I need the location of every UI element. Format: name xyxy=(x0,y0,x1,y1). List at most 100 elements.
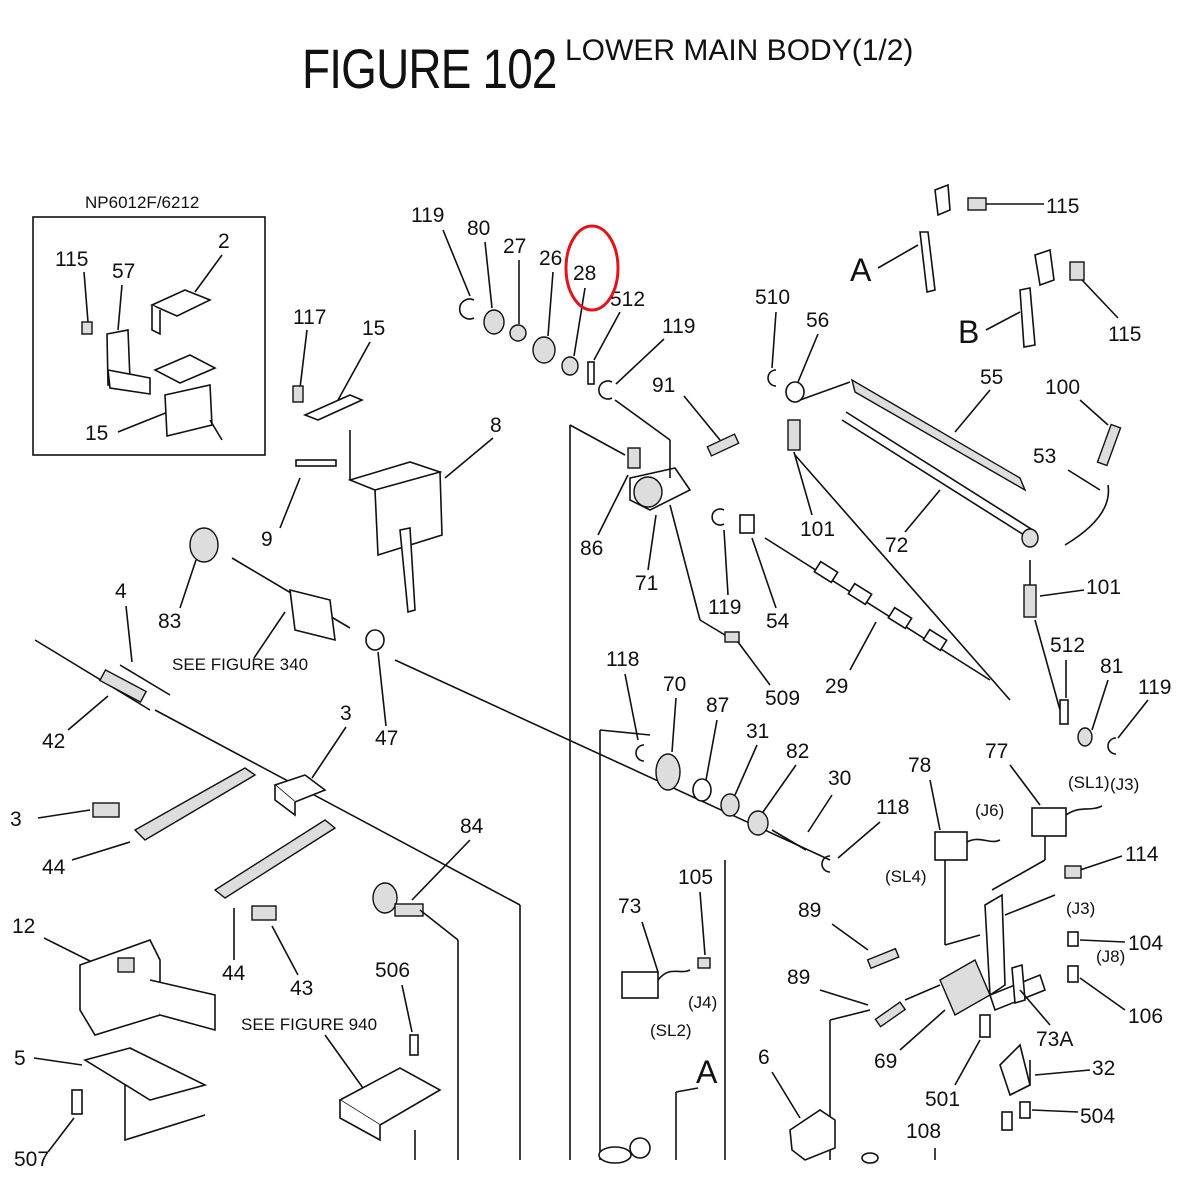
detail-a-ref: A xyxy=(696,1054,718,1090)
roller-assembly xyxy=(189,527,385,651)
cover-part xyxy=(79,939,216,1036)
callout-3: 3 xyxy=(340,702,352,725)
inset-model-label: NP6012F/6212 xyxy=(85,193,199,212)
callout-31: 31 xyxy=(746,720,769,743)
callout-81: 81 xyxy=(1100,655,1123,678)
callout-inset-15: 15 xyxy=(85,422,108,445)
callout-507: 507 xyxy=(14,1148,49,1171)
callout-504: 504 xyxy=(1080,1105,1115,1128)
connector-j6: (J6) xyxy=(975,801,1004,820)
callout-4: 4 xyxy=(115,580,127,603)
callout-71: 71 xyxy=(635,572,658,595)
solenoid-sl4 xyxy=(934,831,968,861)
callout-12: 12 xyxy=(12,915,35,938)
see-figure-940: SEE FIGURE 940 xyxy=(241,1015,377,1034)
callout-83: 83 xyxy=(158,610,181,633)
callout-89: 89 xyxy=(787,966,810,989)
callout-118: 118 xyxy=(606,648,639,671)
callout-53: 53 xyxy=(1033,445,1056,468)
callout-101: 101 xyxy=(800,518,835,541)
callout-80: 80 xyxy=(467,217,490,240)
callout-73: 73 xyxy=(618,895,641,918)
callout-512: 512 xyxy=(1050,634,1085,657)
callout-105: 105 xyxy=(678,866,713,889)
callout-47: 47 xyxy=(375,727,398,750)
callout-26: 26 xyxy=(539,247,562,270)
connector-j3-lower: (J3) xyxy=(1066,899,1095,918)
callout-89: 89 xyxy=(798,899,821,922)
callout-77: 77 xyxy=(985,740,1008,763)
connector-j8: (J8) xyxy=(1096,947,1125,966)
callout-115: 115 xyxy=(1108,323,1141,346)
solenoid-sl2 xyxy=(621,971,659,999)
callout-5: 5 xyxy=(14,1047,26,1070)
callout-512: 512 xyxy=(610,288,645,311)
figure-title: FIGURE 102 xyxy=(302,37,557,100)
callout-inset-2: 2 xyxy=(218,230,230,253)
inset-bracket xyxy=(81,289,223,441)
callout-8: 8 xyxy=(490,414,502,437)
callout-118: 118 xyxy=(876,796,909,819)
callout-inset-57: 57 xyxy=(112,260,135,283)
sensor-bracket xyxy=(939,893,1056,1016)
callout-501: 501 xyxy=(925,1088,960,1111)
callout-100: 100 xyxy=(1045,376,1080,399)
callout-inset-115: 115 xyxy=(55,248,88,271)
rack-gear-upper xyxy=(133,767,257,841)
upper-shaft-parts xyxy=(458,298,613,400)
callout-27: 27 xyxy=(503,235,526,258)
highlight-circle xyxy=(564,224,620,312)
callout-108: 108 xyxy=(906,1120,941,1143)
callout-106: 106 xyxy=(1128,1005,1163,1028)
callout-32: 32 xyxy=(1092,1057,1115,1080)
callout-115: 115 xyxy=(1046,195,1079,218)
callout-104: 104 xyxy=(1128,932,1163,955)
inset-panel: NP6012F/6212 115 57 2 15 xyxy=(32,193,266,456)
callout-73a: 73A xyxy=(1036,1028,1073,1051)
callout-119: 119 xyxy=(708,596,741,619)
pressure-bar xyxy=(841,378,1039,548)
callout-119: 119 xyxy=(411,204,444,227)
callout-78: 78 xyxy=(908,754,931,777)
callout-101: 101 xyxy=(1086,576,1121,599)
rack-gear-lower xyxy=(213,819,337,899)
callout-15: 15 xyxy=(362,317,385,340)
connector-sl2: (SL2) xyxy=(650,1021,692,1040)
callout-69: 69 xyxy=(874,1050,897,1073)
module-part xyxy=(338,1067,442,1126)
callout-114: 114 xyxy=(1125,843,1159,866)
callout-119: 119 xyxy=(1138,676,1171,699)
callout-86: 86 xyxy=(580,537,603,560)
callout-54: 54 xyxy=(766,610,790,633)
callout-509: 509 xyxy=(765,687,800,710)
callout-72: 72 xyxy=(885,534,908,557)
mounting-bracket xyxy=(292,385,443,614)
callout-70: 70 xyxy=(663,673,686,696)
callout-506: 506 xyxy=(375,959,410,982)
detail-a-label: A xyxy=(850,252,872,288)
callout-117: 117 xyxy=(293,306,326,329)
callout-30: 30 xyxy=(828,767,851,790)
connector-sl4: (SL4) xyxy=(885,867,927,886)
callout-82: 82 xyxy=(786,740,809,763)
figure-subtitle: LOWER MAIN BODY(1/2) xyxy=(565,34,914,67)
callout-44: 44 xyxy=(222,962,246,985)
detail-b-label: B xyxy=(958,314,979,350)
callout-29: 29 xyxy=(825,675,848,698)
see-figure-340: SEE FIGURE 340 xyxy=(172,655,308,674)
callout-3-edge: 3 xyxy=(10,808,22,831)
callout-9: 9 xyxy=(261,528,273,551)
callout-84: 84 xyxy=(460,815,484,838)
callout-43: 43 xyxy=(290,977,313,1000)
connector-sl1: (SL1) xyxy=(1068,773,1110,792)
callout-119: 119 xyxy=(662,315,695,338)
screw-icon xyxy=(81,321,93,335)
callout-55: 55 xyxy=(980,366,1003,389)
callout-28: 28 xyxy=(573,262,596,285)
solenoid-sl1 xyxy=(1031,807,1067,837)
callout-91: 91 xyxy=(652,374,675,397)
callout-510: 510 xyxy=(755,286,790,309)
connector-j4: (J4) xyxy=(688,993,717,1012)
connector-j3: (J3) xyxy=(1110,775,1139,794)
